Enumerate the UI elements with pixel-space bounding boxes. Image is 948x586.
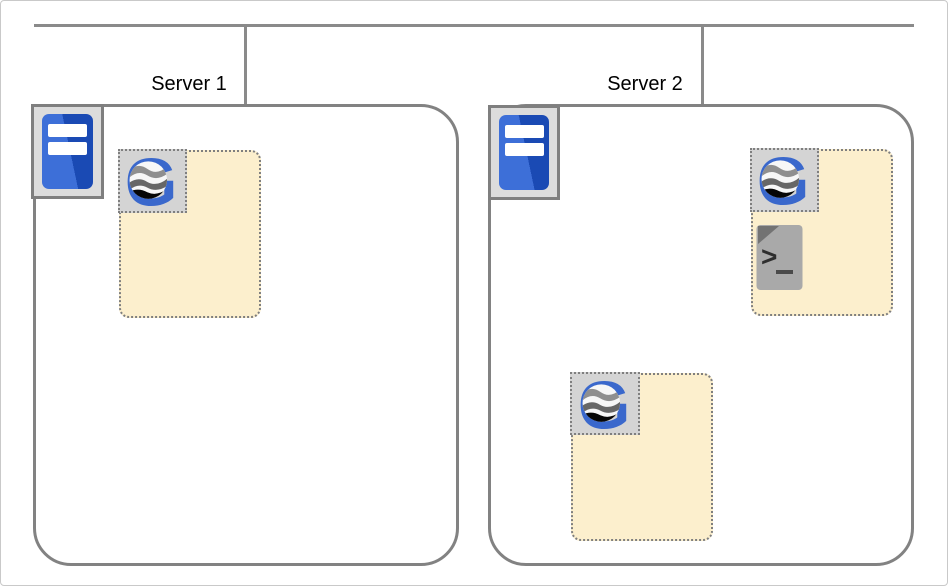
server-2-label: Server 2 xyxy=(607,73,683,95)
group-a-box xyxy=(119,150,261,318)
server-tower-icon xyxy=(499,115,549,190)
server-2-drop-line xyxy=(701,25,704,105)
network-trunk-line xyxy=(34,24,914,27)
server-1-icon xyxy=(31,104,104,199)
batch-file-icon: > xyxy=(756,224,803,291)
gateway-g-icon xyxy=(570,372,640,435)
server-slot-bar xyxy=(48,142,87,155)
server-2-icon xyxy=(488,105,560,200)
gateway-g-icon xyxy=(750,148,819,212)
server-slot-bar xyxy=(505,143,544,156)
gateway-g-icon xyxy=(118,149,187,213)
server-slot-bar xyxy=(48,124,87,137)
server-tower-icon xyxy=(42,114,93,189)
server-1-label: Server 1 xyxy=(151,73,227,95)
server-1-drop-line xyxy=(244,25,247,105)
server-slot-bar xyxy=(505,125,544,138)
svg-text:>: > xyxy=(761,241,777,272)
